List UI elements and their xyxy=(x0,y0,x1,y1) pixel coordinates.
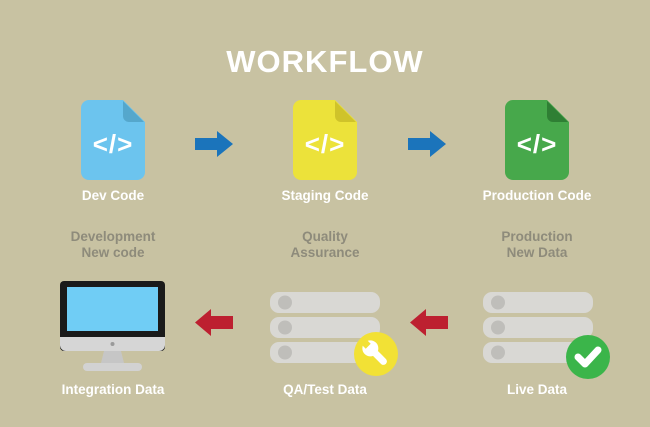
server-stack-icon xyxy=(483,292,593,363)
qa-test-server-stack-icon xyxy=(270,292,398,376)
phase-development: Development New code xyxy=(13,229,213,261)
staging-code-file-icon: </> xyxy=(293,100,357,180)
imac-monitor-icon xyxy=(60,281,165,371)
code-file-yellow-icon xyxy=(293,100,357,180)
phase-line1: Production xyxy=(501,229,573,244)
phase-line2: Assurance xyxy=(290,245,360,260)
check-badge-icon xyxy=(566,335,610,379)
code-glyph: </> xyxy=(516,129,558,159)
phase-line1: Development xyxy=(70,229,156,244)
code-glyph: </> xyxy=(92,129,134,159)
node-label-integration-data: Integration Data xyxy=(61,382,165,397)
arrow-left-icon xyxy=(195,309,233,336)
page-title: WORKFLOW xyxy=(226,44,424,79)
dev-code-file-icon: </> xyxy=(81,100,145,180)
arrow-right-icon xyxy=(195,131,233,157)
node-label-live-data: Live Data xyxy=(506,382,568,397)
phase-line1: Quality xyxy=(302,229,348,244)
server-stack-icon xyxy=(270,292,380,363)
code-file-blue-icon xyxy=(81,100,145,180)
stage-label-dev-code: Dev Code xyxy=(81,188,145,203)
phase-quality-assurance: Quality Assurance xyxy=(225,229,425,261)
production-code-file-icon: </> xyxy=(505,100,569,180)
arrow-right-icon xyxy=(408,131,446,157)
arrow-left-icon xyxy=(410,309,448,336)
stage-label-production-code: Production Code xyxy=(482,188,592,203)
wrench-badge-icon xyxy=(354,332,398,376)
code-glyph: </> xyxy=(304,129,346,159)
code-file-green-icon xyxy=(505,100,569,180)
phase-production: Production New Data xyxy=(437,229,637,261)
phase-line2: New Data xyxy=(506,245,568,260)
node-label-qa-test-data: QA/Test Data xyxy=(283,382,367,397)
live-data-server-stack-icon xyxy=(483,292,610,379)
stage-label-staging-code: Staging Code xyxy=(281,188,369,203)
phase-line2: New code xyxy=(81,245,145,260)
